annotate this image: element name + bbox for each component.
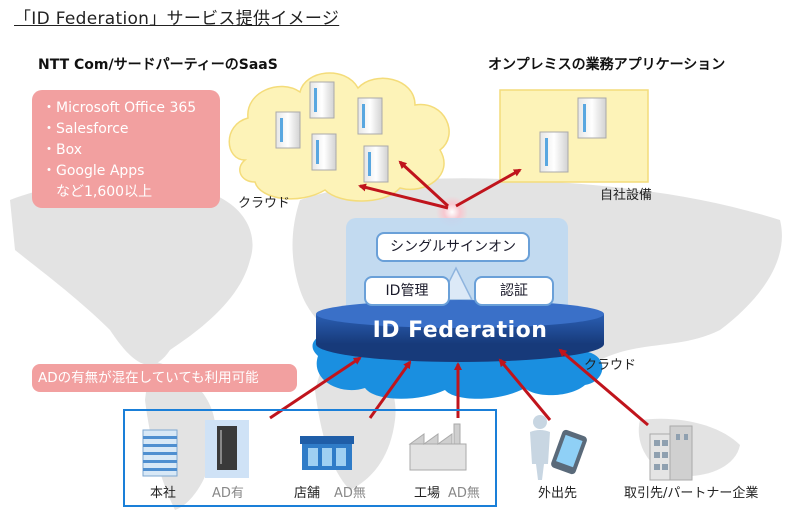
store-label: 店舗 (294, 486, 321, 501)
factory-icon (408, 423, 467, 471)
ad-note-banner: ADの有無が混在していても利用可能 (32, 364, 297, 392)
ad-server-icon (205, 420, 249, 478)
saas-item: など1,600以上 (42, 184, 153, 200)
saas-item: ・Microsoft Office 365 (42, 100, 197, 116)
hq-building-icon (142, 429, 178, 477)
sites-frame (123, 409, 497, 507)
store-icon (300, 436, 354, 470)
store-ad-label: AD無 (334, 486, 366, 501)
factory-ad-label: AD無 (448, 486, 480, 501)
saas-item: ・Salesforce (42, 121, 129, 137)
partner-label: 取引先/パートナー企業 (624, 486, 759, 501)
saas-item: ・Google Apps (42, 163, 145, 179)
saas-cloud-label: クラウド (238, 196, 291, 211)
saas-servers (275, 81, 389, 183)
upper-arrows (358, 160, 522, 210)
factory-label: 工場 (414, 486, 441, 501)
sso-box: シングルサインオン (376, 232, 530, 262)
page-title: 「ID Federation」サービス提供イメージ (14, 9, 340, 29)
partner-building-icon (649, 425, 693, 481)
hq-ad-label: AD有 (212, 486, 244, 501)
onprem-servers (539, 97, 607, 173)
saas-cloud (228, 72, 450, 202)
saas-item: ・Box (42, 142, 83, 158)
saas-list-box: ・Microsoft Office 365 ・Salesforce ・Box ・… (32, 90, 220, 208)
person-icon (530, 415, 550, 480)
onprem-box (499, 89, 649, 183)
federation-cloud-label: クラウド (584, 358, 637, 373)
onprem-label: 自社設備 (600, 188, 653, 203)
saas-header: NTT Com/サードパーティーのSaaS (38, 57, 278, 73)
authentication-box: 認証 (474, 276, 554, 306)
id-management-box: ID管理 (364, 276, 450, 306)
hq-label: 本社 (150, 486, 177, 501)
id-federation-title: ID Federation (372, 318, 548, 343)
phone-icon (551, 429, 587, 475)
onprem-header: オンプレミスの業務アプリケーション (488, 57, 726, 73)
mobile-label: 外出先 (538, 486, 578, 501)
